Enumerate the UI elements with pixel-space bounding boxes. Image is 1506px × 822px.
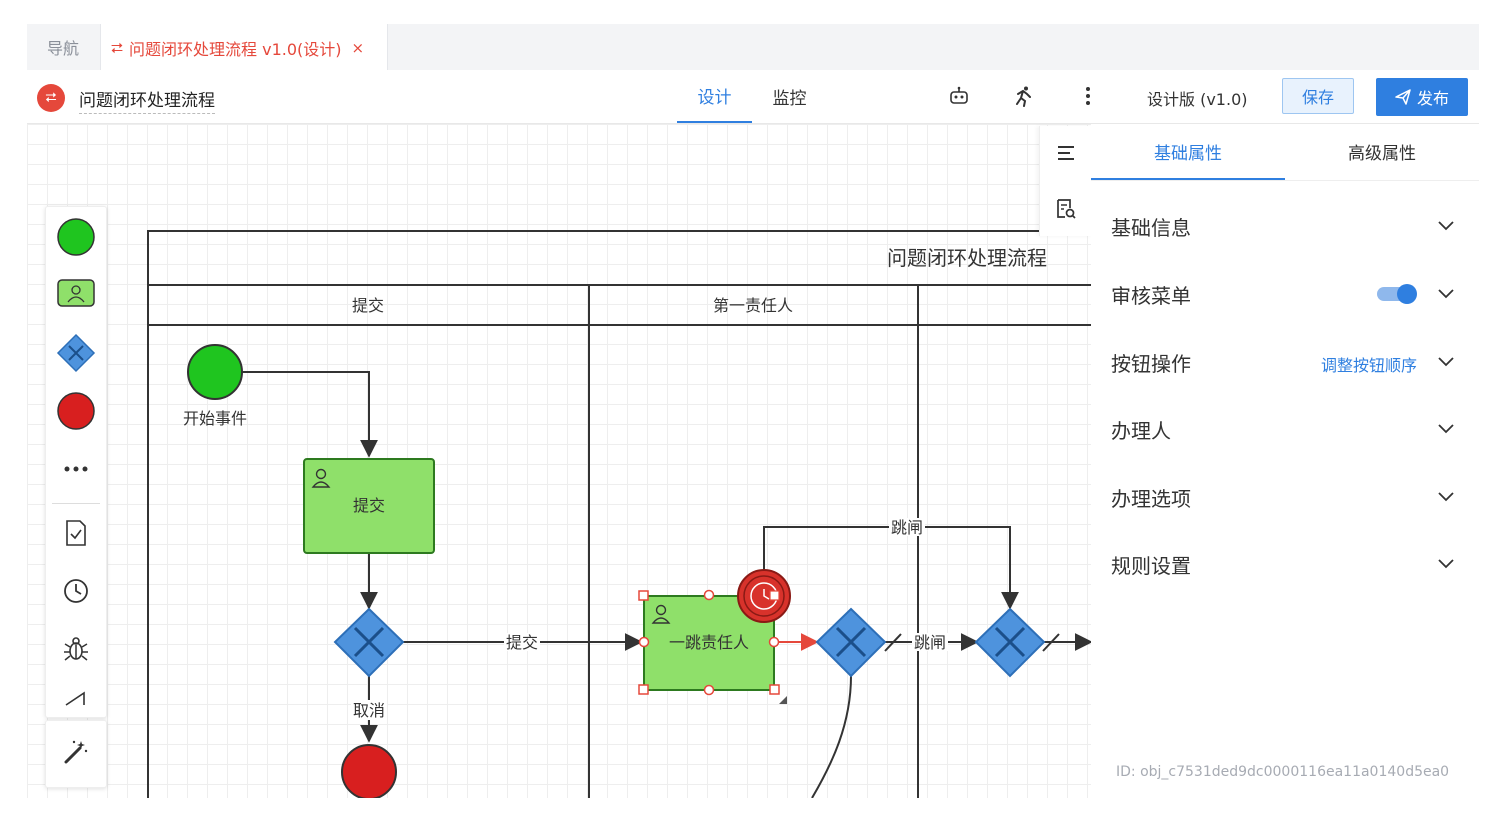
flow-label-submit: 提交 [506, 634, 538, 652]
chevron-down-icon[interactable] [1435, 552, 1457, 574]
exclusive-gateway-3[interactable] [974, 607, 1046, 678]
element-palette [45, 206, 107, 718]
exclusive-gateway-1[interactable] [333, 607, 405, 678]
process-icon: ⮂ [111, 38, 124, 57]
reorder-buttons-link[interactable]: 调整按钮顺序 [1320, 356, 1417, 375]
palette-divider [52, 503, 100, 504]
flow-boundary-to-gateway3[interactable] [763, 526, 1019, 610]
object-id: ID: obj_c7531ded9dc0000116ea11a0140d5ea0 [1116, 764, 1450, 780]
tab-basic-properties[interactable]: 基础属性 [1091, 124, 1285, 180]
gateway-icon[interactable] [46, 331, 106, 375]
task-submit-label: 提交 [353, 497, 385, 515]
chevron-down-icon[interactable] [1435, 485, 1457, 507]
process-logo-icon: ⮂ [37, 84, 65, 112]
pool[interactable] [147, 230, 1091, 798]
run-icon[interactable] [1011, 84, 1035, 108]
signal-icon[interactable] [46, 677, 106, 721]
user-icon [311, 468, 331, 488]
user-icon [651, 604, 671, 624]
tab-monitor[interactable]: 监控 [772, 89, 807, 109]
form-search-icon[interactable] [1040, 182, 1092, 236]
send-icon [1395, 89, 1411, 105]
save-button[interactable]: 保存 [1282, 78, 1354, 114]
lane-title-submit: 提交 [352, 297, 384, 315]
user-task-icon[interactable] [46, 273, 106, 317]
list-icon[interactable] [1040, 126, 1092, 180]
chevron-down-icon[interactable] [1435, 350, 1457, 372]
chevron-down-icon[interactable] [1435, 417, 1457, 439]
tab-advanced-properties[interactable]: 高级属性 [1348, 144, 1416, 164]
form-check-icon[interactable] [46, 511, 106, 555]
tab-strip: 导航 ⮂ 问题闭环处理流程 v1.0(设计) × [27, 24, 1479, 71]
palette-tools [45, 720, 107, 788]
section-assignee[interactable]: 办理人 [1091, 409, 1479, 449]
start-event-icon[interactable] [46, 215, 106, 259]
clock-icon[interactable] [46, 569, 106, 613]
properties-panel: 基础属性 高级属性 基础信息 审核菜单 按钮操作 调整按钮顺序 办理人 办理选项 [1091, 124, 1479, 798]
boundary-timer-event[interactable] [737, 569, 791, 623]
tab-design[interactable]: 设计 [677, 70, 752, 123]
lane-title-responsible: 第一责任人 [713, 297, 793, 315]
flow-label-jump-mid: 跳闸 [914, 634, 946, 652]
start-event-label: 开始事件 [183, 410, 247, 428]
flow-label-cancel: 取消 [353, 702, 385, 720]
tab-label: 问题闭环处理流程 v1.0(设计) [129, 39, 342, 59]
section-review-menu[interactable]: 审核菜单 [1091, 274, 1479, 314]
properties-tabs: 基础属性 高级属性 [1091, 124, 1479, 181]
version-label: 设计版 (v1.0) [1147, 90, 1248, 109]
section-rule-settings[interactable]: 规则设置 [1091, 544, 1479, 584]
section-handle-options[interactable]: 办理选项 [1091, 477, 1479, 517]
magic-wand-icon[interactable] [62, 738, 90, 770]
bpmn-diagram[interactable]: 问题闭环处理流程 提交 第一责任人 提交 取消 跳闸 跳闸 [27, 124, 1091, 798]
bug-icon[interactable] [46, 627, 106, 671]
close-icon[interactable]: × [351, 38, 365, 57]
section-button-actions[interactable]: 按钮操作 调整按钮顺序 [1091, 342, 1479, 382]
editor-header: ⮂ 问题闭环处理流程 设计 监控 设计版 (v1.0) 保存 发布 [27, 70, 1479, 124]
diagram-canvas[interactable]: 问题闭环处理流程 提交 第一责任人 提交 取消 跳闸 跳闸 [27, 124, 1091, 798]
task-responsible-label: 一跳责任人 [669, 634, 749, 652]
tab-nav[interactable]: 导航 [46, 39, 79, 58]
selection-handles[interactable] [638, 589, 780, 696]
more-vertical-icon[interactable] [1076, 84, 1100, 108]
publish-button[interactable]: 发布 [1376, 78, 1468, 116]
start-event[interactable] [187, 344, 243, 400]
panel-side-tabs [1039, 126, 1092, 236]
tab-process-design[interactable]: ⮂ 问题闭环处理流程 v1.0(设计) × [100, 24, 388, 71]
section-basic-info[interactable]: 基础信息 [1091, 206, 1479, 246]
robot-icon[interactable] [947, 84, 971, 108]
flow-label-jump-top: 跳闸 [891, 519, 923, 537]
task-submit[interactable] [303, 458, 435, 554]
pool-title: 问题闭环处理流程 [887, 247, 1047, 270]
end-event[interactable] [341, 744, 397, 798]
task-responsible[interactable] [638, 589, 787, 705]
chevron-down-icon[interactable] [1435, 214, 1457, 236]
chevron-down-icon[interactable] [1435, 282, 1457, 304]
process-name[interactable]: 问题闭环处理流程 [79, 86, 215, 114]
end-event-icon[interactable] [46, 389, 106, 433]
flow-start-to-submit[interactable] [242, 371, 378, 458]
flow-gateway2-down[interactable] [811, 675, 852, 798]
more-icon[interactable] [46, 447, 106, 491]
review-menu-toggle[interactable] [1377, 284, 1417, 304]
app-window: 导航 ⮂ 问题闭环处理流程 v1.0(设计) × ⮂ 问题闭环处理流程 设计 监… [27, 24, 1479, 798]
exclusive-gateway-2[interactable] [815, 607, 887, 678]
